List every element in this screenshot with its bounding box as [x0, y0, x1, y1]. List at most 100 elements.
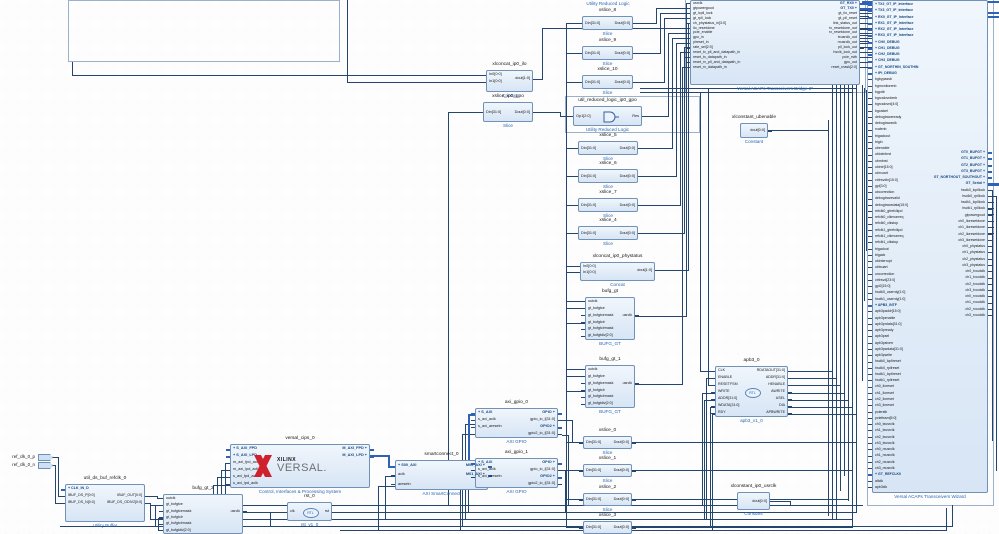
- wire-35[interactable]: [684, 47, 691, 48]
- apb3_0-port-apbwrite[interactable]: APBWRITE: [766, 410, 785, 414]
- bufg_gt_1-port-outclk[interactable]: outclk: [588, 367, 598, 371]
- wire-0[interactable]: [72, 62, 73, 76]
- versal_gt_wizard-port-altclk[interactable]: altclk: [875, 478, 883, 483]
- bufg_gt_2-port-gt-bufgtce[interactable]: gt_bufgtce: [166, 502, 183, 507]
- versal_gt_wizard-port-ch2-rxusrclk[interactable]: ch2_rxusrclk: [875, 459, 895, 464]
- bufg_gt-port-gt-bufgtclr[interactable]: gt_bufgtclr: [588, 319, 605, 324]
- xslice_10[interactable]: [582, 75, 633, 89]
- wire-50[interactable]: [860, 57, 873, 58]
- wire-28[interactable]: [656, 8, 657, 24]
- versal_gt_wizard-port-apb3pwdata-31-0-[interactable]: apb3pwdata[31:0]: [875, 346, 903, 351]
- wire-92[interactable]: [378, 486, 396, 487]
- smartconnect_0-port-m01-axi[interactable]: M01_AXI +: [465, 472, 485, 477]
- versal_gt_wizard-port-ubinterrupt[interactable]: ubinterrupt: [875, 259, 892, 264]
- versal_bridge-port-reset-rx-datapath-in[interactable]: reset_rx_datapath_in: [693, 64, 727, 69]
- versal_bridge-port-reset-tx-datapath-in[interactable]: reset_tx_datapath_in: [693, 54, 727, 59]
- xslice_4[interactable]: [578, 226, 638, 240]
- wire-49[interactable]: [860, 52, 873, 53]
- bufg_gt_2-port-gt-bufgtclrmask[interactable]: gt_bufgtclrmask: [166, 521, 192, 526]
- wire-37[interactable]: [688, 23, 689, 271]
- wire-31[interactable]: [642, 116, 669, 117]
- versal_gt_wizard-port-ubenable[interactable]: ubenable: [875, 146, 890, 151]
- versal_gt_wizard-port-bgmonitorenb[interactable]: bgmonitorenb: [875, 83, 897, 88]
- wire-8[interactable]: [566, 82, 583, 83]
- versal_cips_0-port-s-axi-fpd[interactable]: + S_AXI_FPD: [233, 446, 257, 450]
- versal_gt_wizard-port-apb3pwrite[interactable]: apb3pwrite: [875, 353, 893, 358]
- wire-101[interactable]: [145, 496, 158, 497]
- versal_gt_wizard-port-ch2-txusrclk[interactable]: ch2_txusrclk: [875, 434, 895, 439]
- versal_gt_wizard-port-debugtraceclk[interactable]: debugtraceclk: [875, 121, 897, 126]
- wire-34[interactable]: [680, 52, 681, 206]
- versal_gt_wizard-port-ubcorrection[interactable]: ubcorrection: [875, 190, 895, 195]
- versal_bridge-port-reset-rx-pll-and-datapath-in[interactable]: reset_rx_pll_and_datapath_in: [693, 59, 741, 64]
- wire-35[interactable]: [684, 47, 685, 234]
- wire-125[interactable]: [860, 8, 874, 10]
- wire-71[interactable]: [710, 407, 711, 527]
- util_ds_buf_refclk_0-port-ibuf-ds-odiv2-0-0-[interactable]: IBUF_DS_ODIV2[0:0]: [107, 500, 142, 504]
- versal_gt_wizard-port-bgrcalovrdenb[interactable]: bgrcalovrdenb: [875, 96, 898, 101]
- xslice_ip0_gpo-port-dout-0-0-[interactable]: Dout[0:0]: [514, 110, 530, 114]
- wire-78[interactable]: [788, 407, 853, 408]
- versal_gt_wizard-port-hsclk1-userrdy-1-0-[interactable]: hsclk1_userrdy[1:0]: [875, 296, 906, 301]
- versal_gt_wizard-port-ch2-txoutclk[interactable]: ch2_txoutclk: [965, 281, 985, 286]
- wire-33[interactable]: [638, 176, 677, 177]
- wire-37[interactable]: [655, 270, 689, 271]
- util_reduced_logic_ip0_gpo-port-res[interactable]: Res: [632, 114, 639, 118]
- versal_bridge-port-gpo-in[interactable]: gpo_in: [693, 35, 704, 40]
- wire-129[interactable]: [988, 12, 999, 14]
- bufg_gt_2-port-gt-bufgtcemask[interactable]: gt_bufgtcemask: [166, 508, 192, 513]
- apb3_0-port-asel[interactable]: ASEL: [775, 396, 785, 400]
- versal_bridge-port-txusrclk-out[interactable]: txusrclk_out: [837, 35, 857, 40]
- wire-33[interactable]: [676, 43, 691, 44]
- smartconnect_0[interactable]: [395, 460, 488, 490]
- xslice_1-port-dout-0-0-[interactable]: Dout[0:0]: [613, 468, 629, 472]
- wire-68[interactable]: [708, 88, 709, 386]
- wire-14[interactable]: [566, 272, 581, 273]
- wire-85[interactable]: [952, 505, 953, 527]
- wire-75[interactable]: [788, 385, 841, 386]
- xslice_5[interactable]: [578, 141, 638, 155]
- wire-72[interactable]: [712, 414, 713, 531]
- apb3_0-port-resetfsm[interactable]: RESETFSM: [718, 382, 738, 386]
- smartconnect_0-port-m00-axi[interactable]: M00_AXI +: [465, 463, 485, 467]
- versal_bridge-port-pcie-rstb[interactable]: pcie_rstb: [842, 54, 857, 59]
- wire-116[interactable]: [992, 190, 993, 441]
- wire-126[interactable]: [368, 455, 390, 457]
- rst_0-port-rst[interactable]: rst: [324, 509, 329, 513]
- versal_gt_wizard-port-gpi-3-0-[interactable]: gpi[3:0]: [875, 183, 887, 188]
- wire-104[interactable]: [158, 518, 159, 531]
- wire-115[interactable]: [632, 527, 853, 528]
- axi_gpio_0-port-s-axi-aclk[interactable]: s_axi_aclk: [478, 417, 496, 421]
- smartconnect_0-port-aclk[interactable]: aclk: [398, 472, 405, 477]
- wire-56[interactable]: [840, 20, 841, 491]
- versal_gt_wizard-port-ch3-phystatus[interactable]: ch3_phystatus: [962, 262, 985, 267]
- versal_bridge-port-gt-rpll-lock[interactable]: gt_rpll_lock: [693, 15, 712, 20]
- versal_gt_wizard-port-trigack[interactable]: trigack: [875, 252, 886, 257]
- apb3_0-port-rdataout-31-0-[interactable]: RDATAOUT[31:0]: [756, 368, 785, 372]
- xslice_ip0_gpo[interactable]: [483, 102, 533, 122]
- xlconcat_ip0_phystatus-port-in0-0-0-[interactable]: In0[0:0]: [583, 264, 596, 268]
- versal_gt_wizard[interactable]: [872, 0, 988, 493]
- wire-91[interactable]: [385, 476, 386, 520]
- wire-42[interactable]: [860, 18, 873, 19]
- versal_gt_wizard-port-pcierstb[interactable]: pcierstb: [875, 409, 888, 414]
- wire-54[interactable]: [832, 28, 833, 520]
- versal_bridge-port-pll-lock-out[interactable]: pll_lock_out: [838, 45, 857, 50]
- axi_gpio_0-port-gpio-io-i-31-0-[interactable]: gpio_io_i[31:0]: [530, 417, 555, 421]
- versal_gt_wizard-port-ch0-debug[interactable]: + CH0_DEBUG: [875, 39, 900, 44]
- versal_cips_0-port-m-axi-lpd[interactable]: M_AXI_LPD +: [342, 453, 367, 457]
- versal_gt_wizard-port-ch2-phystatus[interactable]: ch2_phystatus: [962, 256, 985, 261]
- wire-24[interactable]: [566, 527, 584, 528]
- versal_gt_wizard-port-ubmbrst[interactable]: ubmbrst: [875, 158, 888, 163]
- util_ds_buf_refclk_0-port-clk-in-d[interactable]: + CLK_IN_D: [68, 486, 89, 490]
- apb3_0-port-rdy[interactable]: RDY: [718, 410, 726, 414]
- versal_gt_wizard-port-pcieltssm-5-0-[interactable]: pcieltssm[5:0]: [875, 415, 897, 420]
- versal_gt_wizard-port-ctrlrsvdin-15-0-[interactable]: ctrlrsvdin[15:0]: [875, 177, 898, 182]
- versal_bridge-port-rate-sel-2-0-[interactable]: rate_sel[2:0]: [693, 45, 713, 50]
- wire-27[interactable]: [565, 470, 566, 513]
- smartconnect_0-port-aresetn[interactable]: aresetn: [398, 481, 411, 486]
- versal_gt_wizard-port-hsclk0-userrdy-1-0-[interactable]: hsclk0_userrdy[1:0]: [875, 290, 906, 295]
- versal_gt_wizard-port-uncorrection[interactable]: uncorrection: [875, 271, 895, 276]
- wire-29[interactable]: [660, 13, 661, 54]
